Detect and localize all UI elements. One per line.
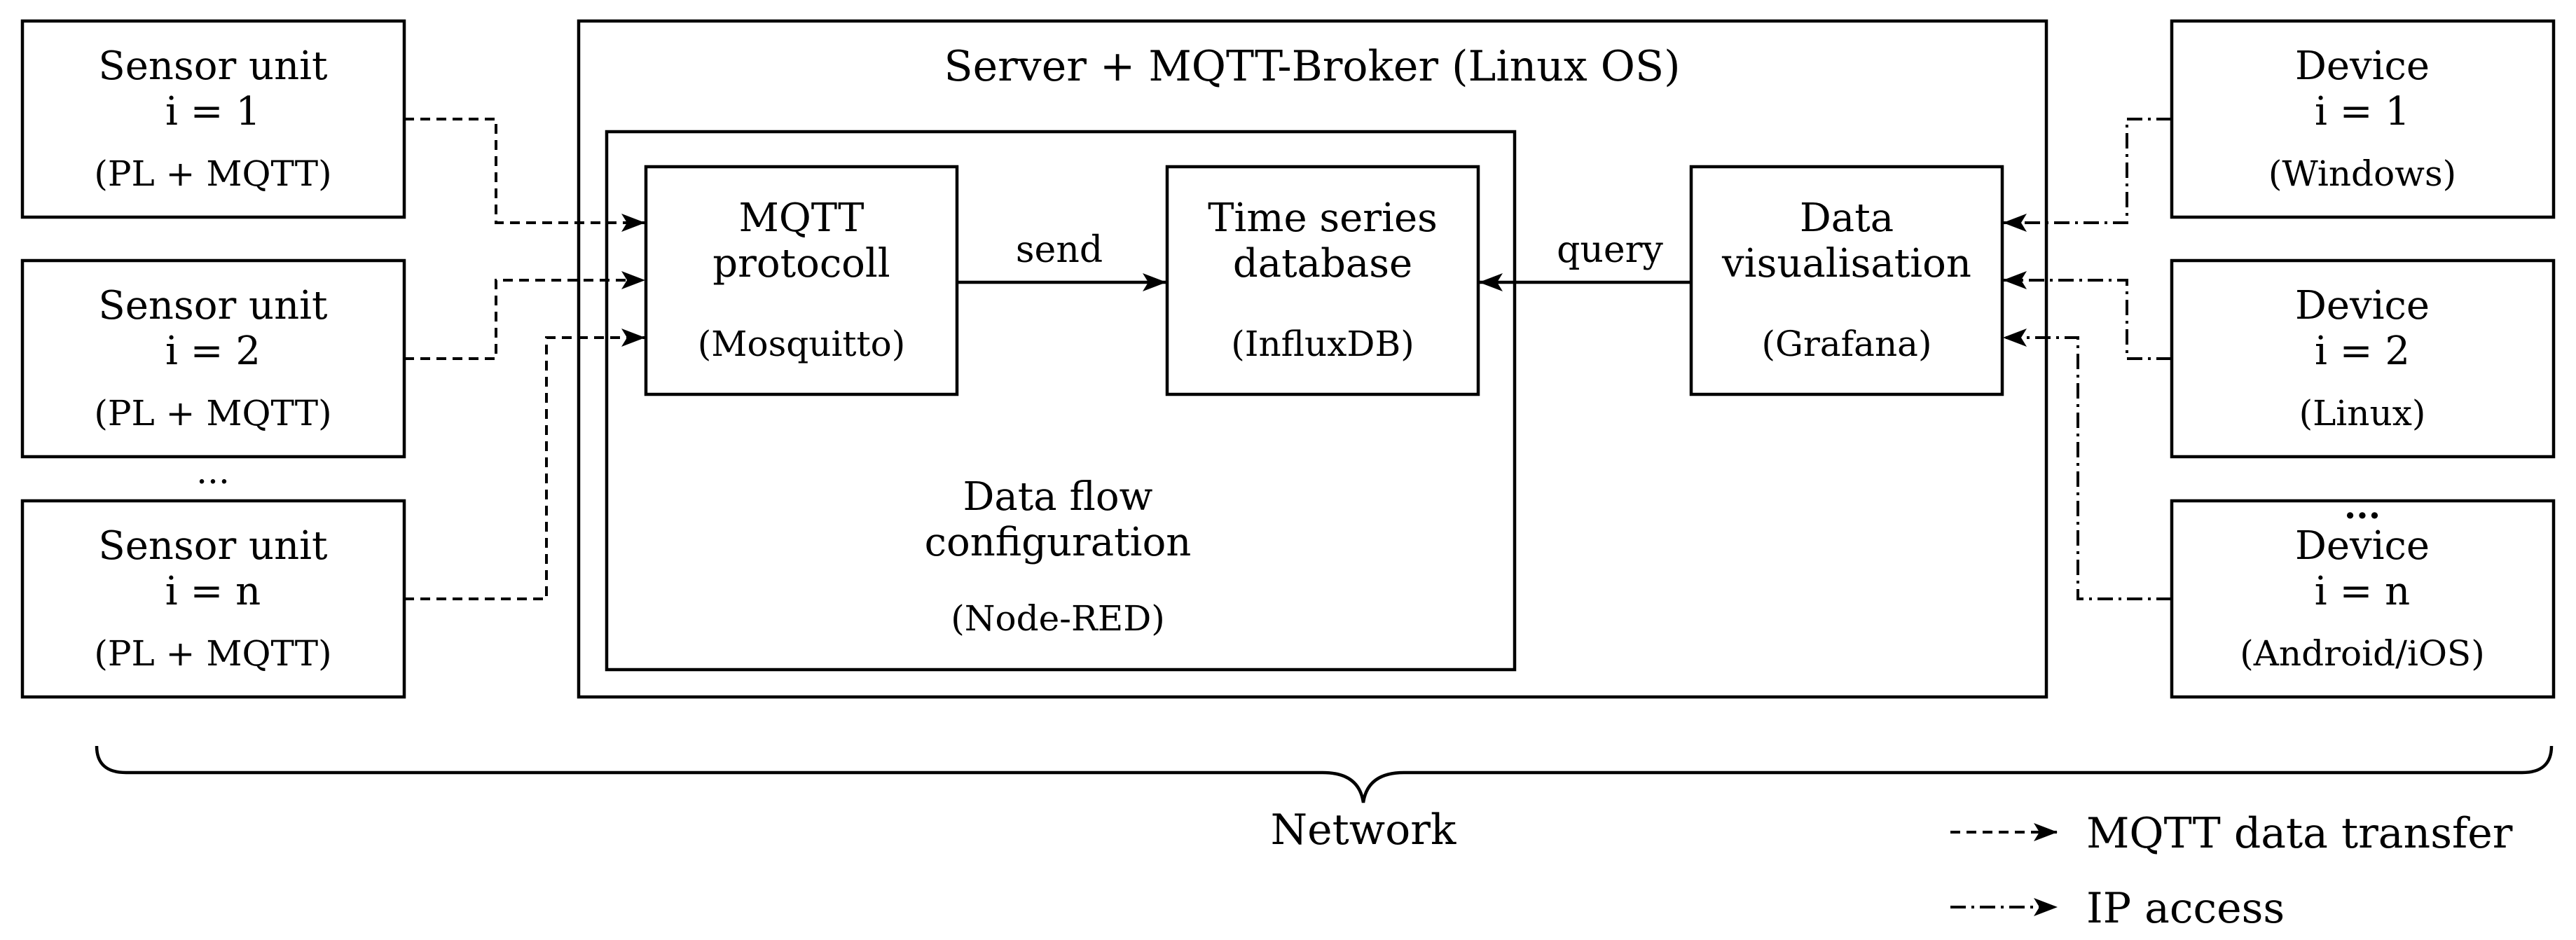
sensor-n-sub: (PL + MQTT) bbox=[94, 633, 331, 674]
sensor-1-title: Sensor unit bbox=[98, 43, 328, 89]
server-title: Server + MQTT-Broker (Linux OS) bbox=[944, 42, 1681, 91]
mqtt-title-2: protocoll bbox=[712, 241, 890, 286]
tsdb-title-2: database bbox=[1233, 241, 1412, 286]
sensor-ellipsis: ... bbox=[196, 451, 230, 492]
viz-title-2: visualisation bbox=[1721, 241, 1971, 286]
legend-ip-label: IP access bbox=[2086, 884, 2285, 933]
network-brace bbox=[95, 745, 2554, 803]
ip-link-device-n bbox=[2003, 329, 2172, 600]
mqtt-link-sensor-2 bbox=[404, 271, 645, 360]
sensor-unit-n: Sensor unit i = n (PL + MQTT) bbox=[20, 499, 406, 699]
sensor-2-title: Sensor unit bbox=[98, 283, 328, 329]
sensor-1-index: i = 1 bbox=[165, 89, 261, 134]
mqtt-link-sensor-1 bbox=[404, 118, 645, 232]
device-1-title: Device bbox=[2295, 43, 2430, 89]
sensor-n-index: i = n bbox=[165, 569, 261, 614]
device-1-sub: (Windows) bbox=[2268, 153, 2456, 194]
sensor-1-sub: (PL + MQTT) bbox=[94, 153, 331, 194]
ip-link-device-1 bbox=[2003, 118, 2172, 232]
device-ellipsis: ... bbox=[2344, 485, 2381, 527]
device-n-title: Device bbox=[2295, 523, 2430, 569]
query-label: query bbox=[1557, 229, 1663, 271]
sensor-unit-1: Sensor unit i = 1 (PL + MQTT) bbox=[20, 19, 406, 219]
server-box: Server + MQTT-Broker (Linux OS) bbox=[577, 19, 2048, 699]
visualisation-box: Data visualisation (Grafana) bbox=[1689, 165, 2004, 396]
device-n-sub: (Android/iOS) bbox=[2240, 633, 2484, 674]
device-2-sub: (Linux) bbox=[2299, 393, 2426, 434]
node-red-title-2: configuration bbox=[925, 520, 1192, 565]
device-1: Device i = 1 (Windows) bbox=[2170, 19, 2556, 219]
node-red-title-1: Data flow bbox=[963, 474, 1153, 520]
device-2-title: Device bbox=[2295, 283, 2430, 329]
tsdb-title-1: Time series bbox=[1208, 195, 1438, 241]
tsdb-sub: (InfluxDB) bbox=[1231, 324, 1414, 364]
sensor-2-index: i = 2 bbox=[165, 329, 261, 374]
sensor-unit-2: Sensor unit i = 2 (PL + MQTT) bbox=[20, 258, 406, 459]
node-red-box: Data flow configuration (Node-RED) bbox=[605, 130, 1517, 672]
legend-mqtt-label: MQTT data transfer bbox=[2086, 809, 2513, 858]
time-series-db-box: Time series database (InfluxDB) bbox=[1165, 165, 1480, 396]
network-label: Network bbox=[1271, 806, 1456, 855]
viz-sub: (Grafana) bbox=[1762, 324, 1932, 364]
mqtt-protocol-box: MQTT protocoll (Mosquitto) bbox=[644, 165, 959, 396]
mqtt-sub: (Mosquitto) bbox=[698, 324, 905, 364]
ip-link-device-2 bbox=[2003, 271, 2172, 360]
device-n-index: i = n bbox=[2315, 569, 2411, 614]
sensor-2-sub: (PL + MQTT) bbox=[94, 393, 331, 434]
viz-title-1: Data bbox=[1800, 195, 1894, 241]
mqtt-link-sensor-n bbox=[404, 329, 645, 600]
mqtt-title-1: MQTT bbox=[739, 195, 865, 241]
device-2: Device i = 2 (Linux) bbox=[2170, 258, 2556, 459]
device-1-index: i = 1 bbox=[2315, 89, 2410, 134]
send-label: send bbox=[1016, 229, 1103, 271]
device-2-index: i = 2 bbox=[2315, 329, 2410, 374]
node-red-sub: (Node-RED) bbox=[951, 598, 1165, 639]
sensor-n-title: Sensor unit bbox=[98, 523, 328, 569]
legend: MQTT data transfer IP access bbox=[1950, 809, 2513, 933]
device-n: Device i = n (Android/iOS) bbox=[2170, 499, 2556, 699]
